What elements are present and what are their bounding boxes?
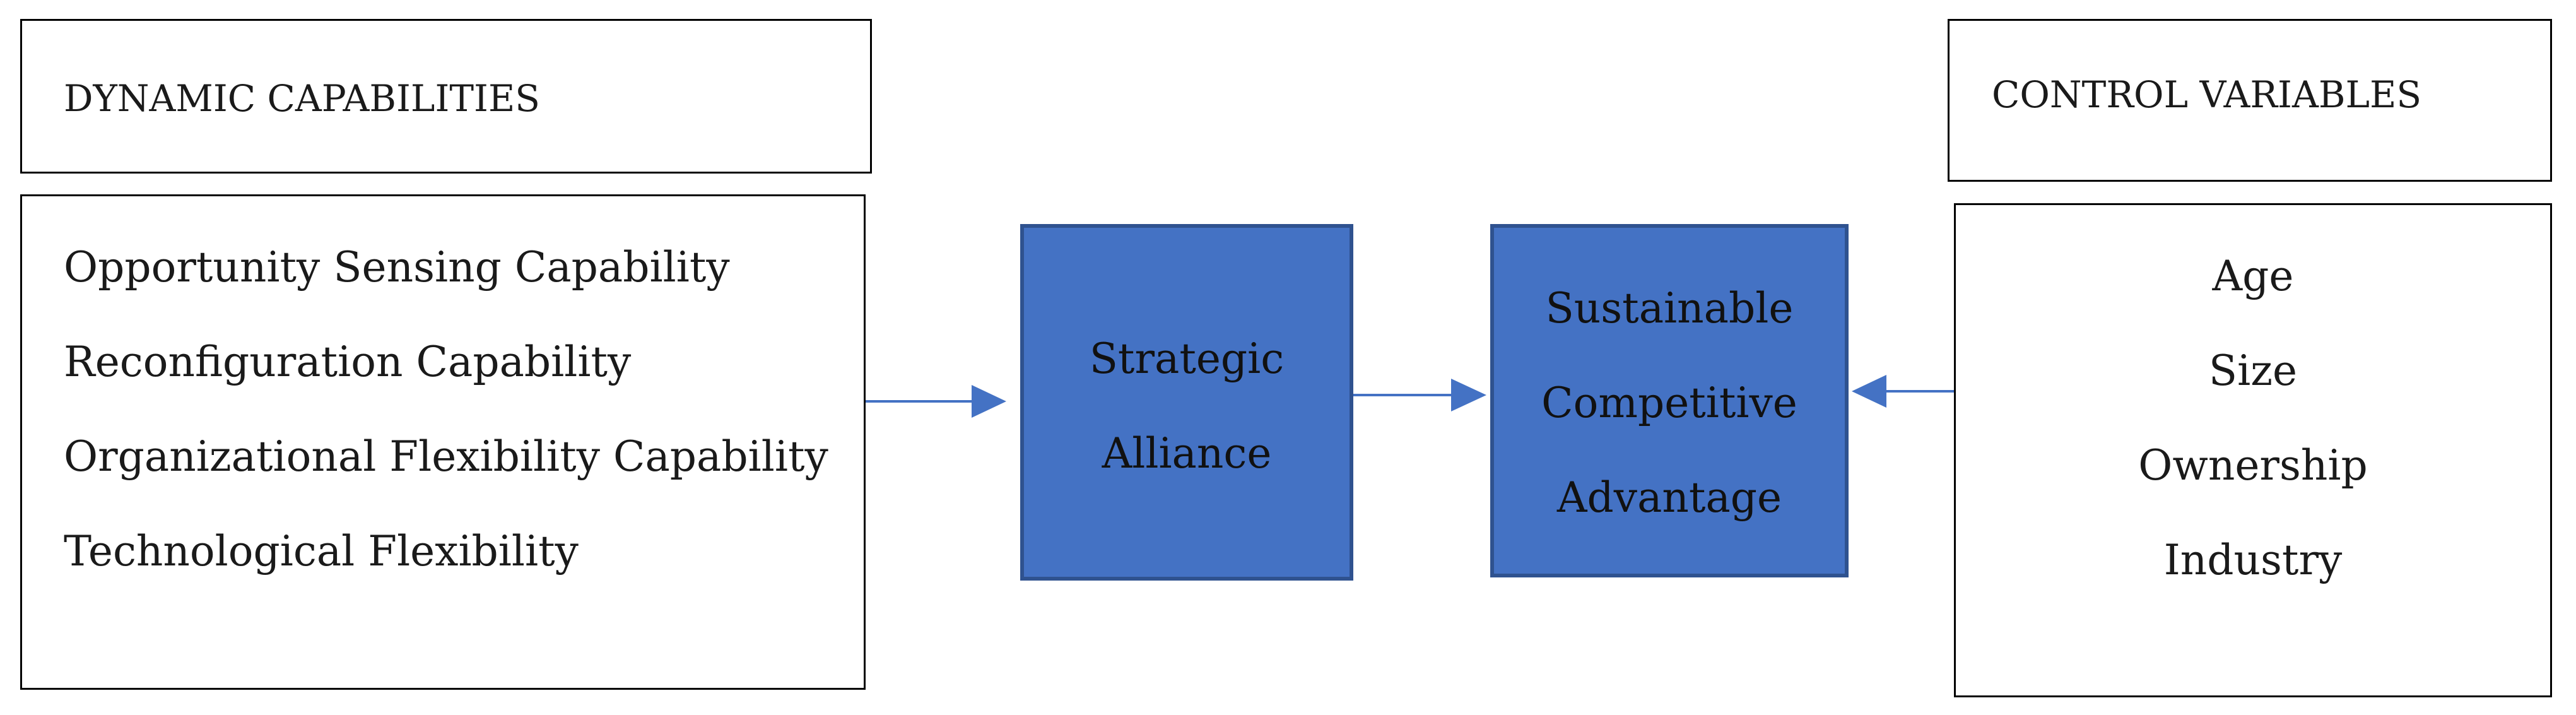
strategic-alliance-box: Strategic Alliance xyxy=(1020,224,1353,581)
sca-line: Advantage xyxy=(1556,473,1782,522)
control-variables-title: CONTROL VARIABLES xyxy=(1992,73,2422,116)
arrow-alliance-to-advantage xyxy=(1353,379,1486,411)
control-variable-item: Size xyxy=(2208,346,2298,395)
dynamic-capabilities-title: DYNAMIC CAPABILITIES xyxy=(64,77,541,120)
capability-item: Technological Flexibility xyxy=(64,527,579,576)
strategic-alliance-line: Strategic xyxy=(1089,334,1285,383)
control-variables-list-box: Age Size Ownership Industry xyxy=(1954,203,2552,697)
arrow-capabilities-to-alliance xyxy=(866,385,1006,418)
capability-item: Opportunity Sensing Capability xyxy=(64,243,730,292)
sca-line: Competitive xyxy=(1541,379,1797,427)
control-variables-header-box: CONTROL VARIABLES xyxy=(1948,19,2552,182)
strategic-alliance-line: Alliance xyxy=(1102,429,1272,478)
dynamic-capabilities-header-box: DYNAMIC CAPABILITIES xyxy=(20,19,872,174)
control-variable-item: Ownership xyxy=(2138,441,2368,490)
dynamic-capabilities-list-box: Opportunity Sensing Capability Reconfigu… xyxy=(20,194,866,690)
capability-item: Reconfiguration Capability xyxy=(64,338,632,386)
arrow-controls-to-advantage xyxy=(1852,375,1954,408)
control-variable-item: Industry xyxy=(2163,536,2343,584)
capability-item: Organizational Flexibility Capability xyxy=(64,432,828,481)
control-variable-item: Age xyxy=(2212,252,2294,300)
sca-line: Sustainable xyxy=(1545,284,1794,333)
sustainable-competitive-advantage-box: Sustainable Competitive Advantage xyxy=(1490,224,1849,577)
